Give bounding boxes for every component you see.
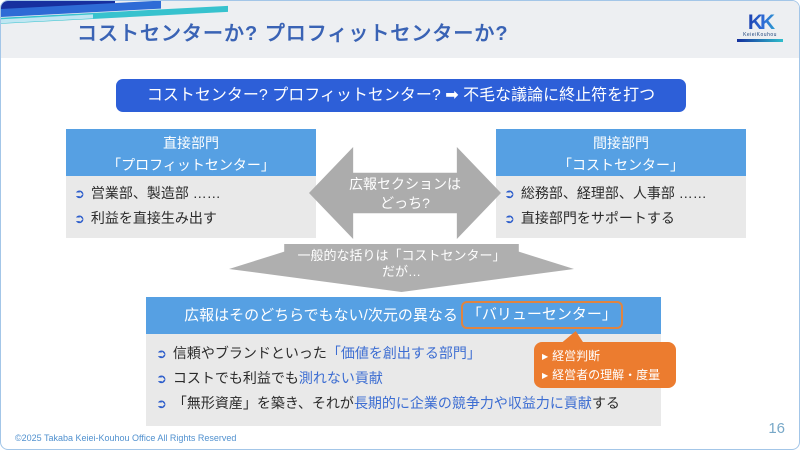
list-item: ➲ 信頼やブランドといった「価値を創出する部門」 bbox=[156, 341, 651, 366]
item-text: コストでも利益でも bbox=[172, 370, 299, 386]
copyright-footer: ©2025 Takaba Keiei-Kouhou Office All Rig… bbox=[15, 433, 237, 443]
arrow-bullet-icon: ➲ bbox=[504, 211, 515, 226]
arrow-bullet-icon: ➲ bbox=[156, 371, 167, 386]
callout-item: ▶経営者の理解・度量 bbox=[542, 366, 668, 385]
double-arrow-line1: 広報セクションは bbox=[349, 176, 461, 192]
item-highlight: 測れない貢献 bbox=[298, 370, 383, 386]
value-center-highlight-outline: 「バリューセンター」 bbox=[460, 301, 623, 329]
arrow-bullet-icon: ➲ bbox=[74, 211, 85, 226]
arrow-bullet-icon: ➲ bbox=[504, 186, 515, 201]
down-arrow-line2: だが… bbox=[381, 264, 421, 279]
item-text: する bbox=[591, 395, 620, 411]
down-arrow-transition: 一般的な括りは「コストセンター」 だが… bbox=[229, 244, 574, 292]
item-highlight: 「価値を創出する部門」 bbox=[326, 345, 481, 361]
list-item: ➲ 直接部門をサポートする bbox=[504, 206, 738, 231]
down-arrow-line1: 一般的な括りは「コストセンター」 bbox=[297, 248, 506, 263]
indirect-division-header: 間接部門 「コストセンター」 bbox=[496, 129, 746, 176]
logo-caption: KeieiKouhou bbox=[743, 32, 777, 38]
item-highlight: 長期的に企業の競争力や収益力に貢献 bbox=[353, 395, 592, 411]
arrow-bullet-icon: ➲ bbox=[156, 346, 167, 361]
arrow-bullet-icon: ➲ bbox=[74, 186, 85, 201]
list-item-text: 営業部、製造部 …… bbox=[90, 185, 221, 201]
value-center-header-text: 広報はそのどちらでもない/次元の異なる bbox=[184, 307, 458, 324]
list-item: ➲ 総務部、経理部、人事部 …… bbox=[504, 181, 738, 206]
header-line1: 間接部門 bbox=[593, 135, 649, 151]
management-callout: ▶経営判断 ▶経営者の理解・度量 bbox=[534, 342, 676, 388]
header-line1: 直接部門 bbox=[163, 135, 219, 151]
callout-item-text: 経営判断 bbox=[552, 349, 601, 363]
triangle-bullet-icon: ▶ bbox=[542, 352, 549, 361]
company-logo: KK KeieiKouhou bbox=[731, 12, 789, 42]
callout-item: ▶経営判断 bbox=[542, 347, 668, 366]
logo-underline bbox=[737, 39, 783, 42]
list-item-text: 利益を直接生み出す bbox=[90, 210, 217, 226]
double-arrow-question: 広報セクションは どっち? bbox=[309, 147, 501, 239]
list-item: ➲ 「無形資産」を築き、それが長期的に企業の競争力や収益力に貢献する bbox=[156, 391, 651, 416]
value-center-header: 広報はそのどちらでもない/次元の異なる「バリューセンター」 bbox=[146, 297, 661, 334]
callout-item-text: 経営者の理解・度量 bbox=[552, 368, 661, 382]
list-item: ➲ 営業部、製造部 …… bbox=[74, 181, 308, 206]
double-arrow-line2: どっち? bbox=[380, 195, 430, 211]
title-band: コストセンターか? プロフィットセンターか? KK KeieiKouhou bbox=[1, 1, 799, 58]
kk-logo-icon: KK bbox=[731, 12, 789, 33]
conclusion-banner: コストセンター? プロフィットセンター? ➡ 不毛な議論に終止符を打つ bbox=[116, 79, 686, 112]
list-item-text: 直接部門をサポートする bbox=[520, 210, 675, 226]
indirect-division-box: 間接部門 「コストセンター」 ➲ 総務部、経理部、人事部 …… ➲ 直接部門をサポー… bbox=[496, 129, 746, 238]
page-title: コストセンターか? プロフィットセンターか? bbox=[77, 23, 509, 45]
list-item: ➲ 利益を直接生み出す bbox=[74, 206, 308, 231]
page-number: 16 bbox=[768, 420, 785, 437]
header-line2: 「コストセンター」 bbox=[558, 157, 684, 173]
arrow-bullet-icon: ➲ bbox=[156, 396, 167, 411]
item-text: 信頼やブランドといった bbox=[172, 345, 327, 361]
triangle-bullet-icon: ▶ bbox=[542, 371, 549, 380]
indirect-division-body: ➲ 総務部、経理部、人事部 …… ➲ 直接部門をサポートする bbox=[496, 176, 746, 238]
header-line2: 「プロフィットセンター」 bbox=[107, 157, 275, 173]
direct-division-box: 直接部門 「プロフィットセンター」 ➲ 営業部、製造部 …… ➲ 利益を直接生み出す bbox=[66, 129, 316, 238]
list-item-text: 総務部、経理部、人事部 …… bbox=[520, 185, 707, 201]
direct-division-body: ➲ 営業部、製造部 …… ➲ 利益を直接生み出す bbox=[66, 176, 316, 238]
direct-division-header: 直接部門 「プロフィットセンター」 bbox=[66, 129, 316, 176]
item-text: 「無形資産」を築き、それが bbox=[172, 395, 354, 411]
list-item: ➲ コストでも利益でも測れない貢献 bbox=[156, 366, 651, 391]
